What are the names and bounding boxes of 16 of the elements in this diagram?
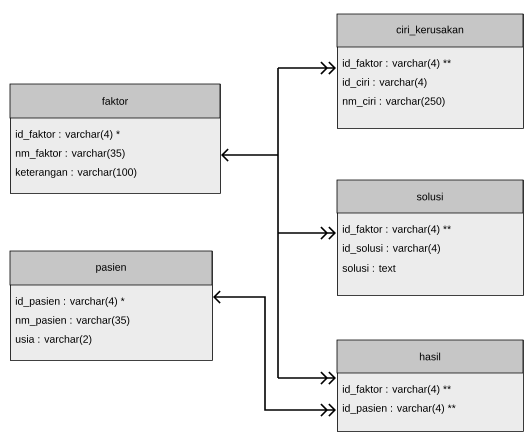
- arrow: [221, 61, 336, 385]
- attribute-text: id_faktor : varchar(4) **: [342, 385, 451, 395]
- attribute-text: usia : varchar(2): [16, 335, 92, 345]
- attribute-text: id_pasien : varchar(4) *: [16, 297, 125, 307]
- attribute-text: nm_pasien : varchar(35): [16, 316, 130, 326]
- arrow: [213, 290, 336, 417]
- attribute-text: keterangan : varchar(100): [16, 168, 136, 178]
- attribute-text: solusi : text: [342, 264, 396, 272]
- attribute-text: nm_faktor : varchar(35): [16, 149, 125, 159]
- attribute-text: id_pasien : varchar(4) **: [342, 404, 456, 414]
- attribute-text: id_ciri : varchar(4): [342, 78, 427, 88]
- attribute-text: id_solusi : varchar(4): [342, 244, 440, 254]
- attribute-text: id_faktor : varchar(4) **: [342, 225, 451, 235]
- attribute-text: nm_ciri : varchar(250): [342, 97, 445, 107]
- attribute-text: id_faktor : varchar(4) **: [342, 59, 451, 69]
- attribute-text: id_faktor : varchar(4) *: [16, 130, 120, 140]
